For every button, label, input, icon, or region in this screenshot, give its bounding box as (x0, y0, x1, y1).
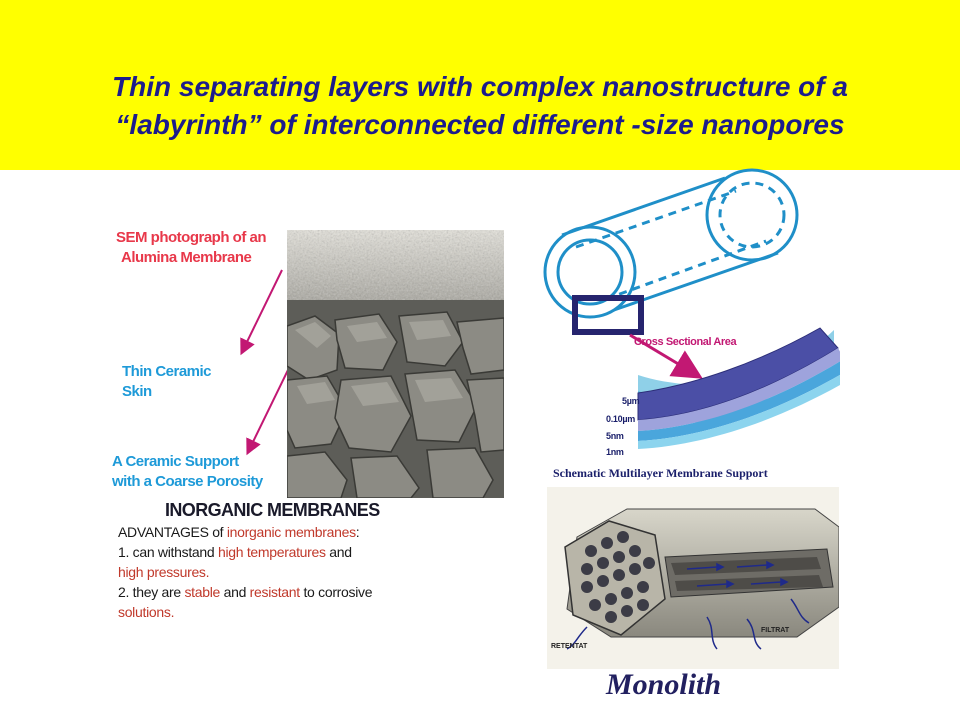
inorganic-membranes-heading: INORGANIC MEMBRANES (165, 500, 380, 520)
sem-photograph (287, 230, 504, 498)
retentat-label: RETENTAT (551, 643, 588, 650)
layer-label-1nm: 1nm (606, 447, 624, 457)
advantages-line: ADVANTAGES of inorganic membranes: (118, 524, 360, 540)
sem-arrows (240, 269, 289, 456)
tube-outline (543, 168, 799, 319)
point-1-line-2: high pressures. (118, 564, 210, 580)
outer-layer (637, 327, 839, 421)
advantages-text: ADVANTAGES of inorganic membranes: 1. ca… (118, 522, 488, 622)
skin-arrow (240, 269, 283, 356)
tube-cross-section-diagram (543, 168, 840, 455)
layer-3 (638, 361, 840, 441)
title-line-2: “labyrinth” of interconnected different … (115, 109, 845, 140)
monolith-title: Monolith (606, 668, 722, 701)
monolith-illustration: RETENTAT FILTRAT (547, 487, 839, 669)
layer-label-010um: 0.10µm (606, 414, 635, 424)
support-arrow (246, 369, 289, 456)
ceramic-support-label: A Ceramic Support with a Coarse Porosity (112, 453, 263, 490)
schematic-caption: Schematic Multilayer Membrane Support (553, 466, 768, 480)
title-line-1: Thin separating layers with complex nano… (112, 71, 848, 102)
point-2-line-1: 2. they are stable and resistant to corr… (118, 584, 373, 600)
layer-4 (638, 374, 840, 449)
layer-2 (638, 348, 840, 431)
layer-label-5nm: 5nm (606, 431, 624, 441)
thin-skin-label: Thin Ceramic Skin (122, 363, 212, 400)
title-band (0, 0, 960, 170)
slide-title: Thin separating layers with complex nano… (20, 68, 940, 144)
cross-section-label: Cross Sectional Area (634, 336, 737, 348)
layer-label-5um: 5µm (622, 396, 640, 406)
selection-box (572, 295, 644, 335)
filtrat-label: FILTRAT (761, 627, 790, 634)
point-2-line-2: solutions. (118, 604, 175, 620)
point-1-line-1: 1. can withstand high temperatures and (118, 544, 352, 560)
cross-section-arrow (629, 333, 703, 379)
sem-photo-label: SEM photograph of an Alumina Membrane (116, 229, 266, 266)
